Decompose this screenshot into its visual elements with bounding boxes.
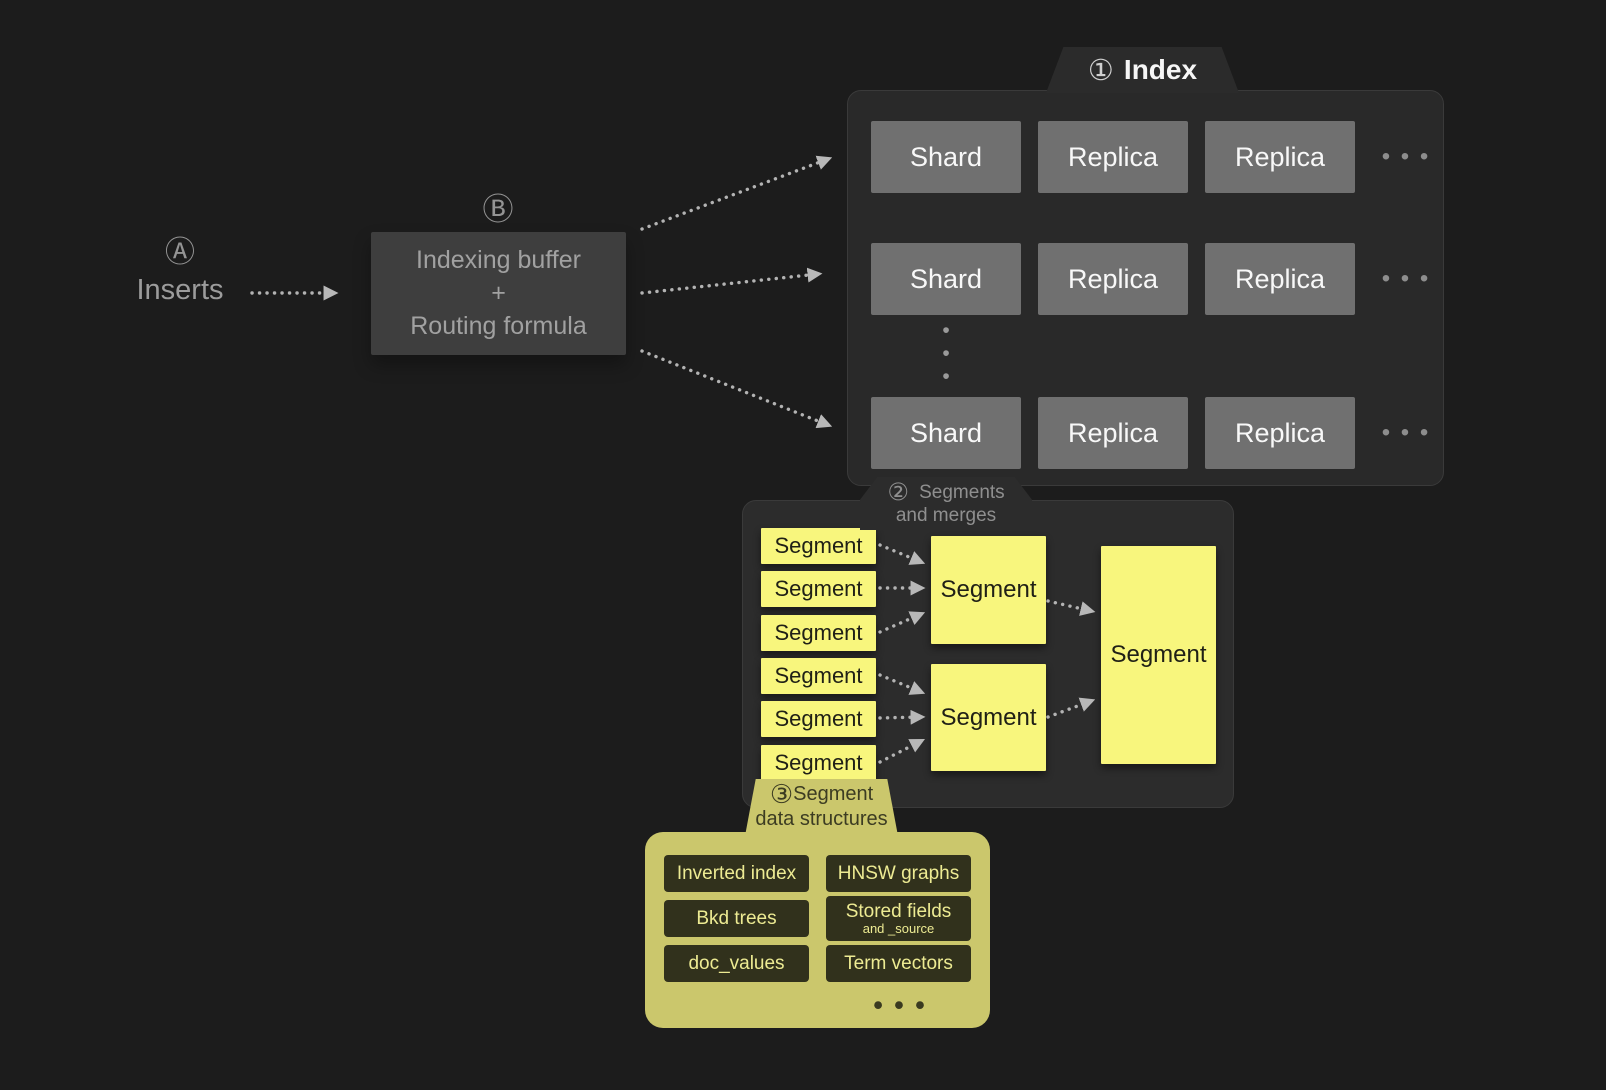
shard-box: Shard <box>871 243 1021 315</box>
badge-2: ② <box>887 479 909 506</box>
row-ellipsis: • • • <box>1381 265 1431 292</box>
badge-1: ① <box>1087 54 1114 87</box>
replica-box: Replica <box>1205 397 1355 469</box>
badge-b: Ⓑ <box>482 192 514 227</box>
index-panel: Shard Replica Replica • • • Shard Replic… <box>847 90 1444 486</box>
index-tab: ① Index <box>1046 47 1239 93</box>
structures-tab: ③Segment data structures <box>745 779 898 836</box>
segment-box-small: Segment <box>761 658 876 694</box>
shard-row-2: Shard Replica Replica <box>871 243 1355 315</box>
arrow-buffer-to-shard-row-3 <box>640 349 833 429</box>
segment-box-merged: Segment <box>931 536 1046 644</box>
inserts-label: Inserts <box>136 274 224 306</box>
structures-tab-line-1: ③Segment <box>745 781 898 808</box>
structures-ellipsis: • • • <box>873 990 927 1020</box>
segment-box-small: Segment <box>761 571 876 607</box>
replica-box: Replica <box>1205 243 1355 315</box>
buffer-line-1: Indexing buffer <box>416 246 581 274</box>
stored-fields-label: Stored fields <box>845 901 952 922</box>
structure-box-inverted-index: Inverted index <box>664 855 809 892</box>
replica-box: Replica <box>1205 121 1355 193</box>
segment-box-small: Segment <box>761 745 876 781</box>
replica-box: Replica <box>1038 243 1188 315</box>
structure-box-doc-values: doc_values <box>664 945 809 982</box>
inserts-group: Ⓐ Inserts <box>100 234 260 309</box>
badge-a: Ⓐ <box>165 236 195 269</box>
stored-fields-sublabel: and _source <box>862 921 935 936</box>
buffer-line-2: Routing formula <box>410 312 587 340</box>
structure-box-bkd-trees: Bkd trees <box>664 900 809 937</box>
segment-box-small: Segment <box>761 701 876 737</box>
arrow-buffer-to-shard-row-1 <box>640 155 833 231</box>
structures-panel: Inverted index HNSW graphs Bkd trees Sto… <box>645 832 990 1028</box>
shard-box: Shard <box>871 397 1021 469</box>
segment-box-small: Segment <box>761 528 876 564</box>
segments-tab-text: Segments <box>919 482 1005 503</box>
row-ellipsis: • • • <box>1381 419 1431 446</box>
structures-tab-line-2: data structures <box>755 808 888 830</box>
rows-vertical-ellipsis: • • • <box>942 319 950 388</box>
segments-tab-line-2: and merges <box>895 505 997 526</box>
buffer-line-plus: + <box>491 279 506 307</box>
arrow-buffer-to-shard-row-2 <box>640 267 823 295</box>
badge-3: ③ <box>769 779 794 809</box>
segment-box-small: Segment <box>761 615 876 651</box>
shard-box: Shard <box>871 121 1021 193</box>
structure-box-hnsw-graphs: HNSW graphs <box>826 855 971 892</box>
segments-tab: ② Segments and merges <box>860 477 1032 530</box>
shard-row-3: Shard Replica Replica <box>871 397 1355 469</box>
indexing-buffer-box: Indexing buffer + Routing formula <box>371 232 626 355</box>
structure-box-term-vectors: Term vectors <box>826 945 971 982</box>
structure-box-stored-fields: Stored fields and _source <box>826 896 971 941</box>
index-title: Index <box>1123 54 1198 85</box>
shard-row-1: Shard Replica Replica <box>871 121 1355 193</box>
row-ellipsis: • • • <box>1381 143 1431 170</box>
segment-box-large: Segment <box>1101 546 1216 764</box>
structures-tab-text: Segment <box>793 783 874 805</box>
segments-tab-line-1: ② Segments <box>860 480 1032 505</box>
segment-box-merged: Segment <box>931 664 1046 771</box>
segments-panel: Segment Segment Segment Segment Segment … <box>742 500 1234 808</box>
replica-box: Replica <box>1038 397 1188 469</box>
replica-box: Replica <box>1038 121 1188 193</box>
